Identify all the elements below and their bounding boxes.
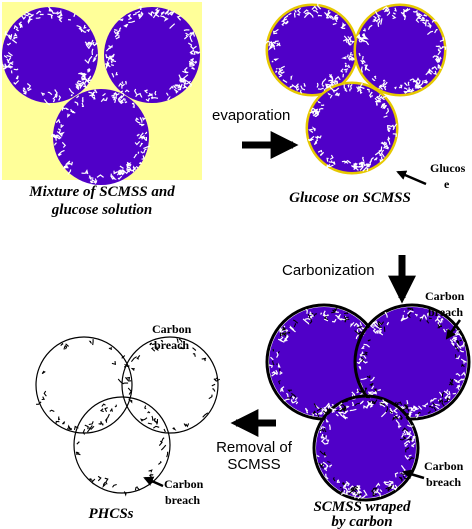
phcs-bottom-breach-line1: Carbon xyxy=(164,477,204,491)
carbon-breach-texture xyxy=(117,337,221,431)
mesoporous-shell-texture xyxy=(2,6,99,106)
phcs-top-breach-line2: breach xyxy=(154,338,189,352)
wrapped-top-breach-line2: breach xyxy=(428,305,463,319)
glucose-coated-sphere xyxy=(264,3,359,97)
hollow-shell-outline xyxy=(73,396,171,494)
carbon-wrapped-sphere xyxy=(312,394,420,502)
mesoporous-shell-texture xyxy=(356,6,447,94)
carbon-texture xyxy=(360,307,465,416)
glucose-coated-sphere xyxy=(305,81,399,175)
carbon-breach-texture xyxy=(36,339,132,433)
mesoporous-shell-texture xyxy=(316,399,416,500)
mixture-caption-line1: Mixture of SCMSS and xyxy=(28,184,175,200)
glucose-label-line1: Glucos xyxy=(430,161,466,175)
wrapped-bottom-breach-line1: Carbon xyxy=(424,459,464,473)
glucose-on-caption: Glucose on SCMSS xyxy=(289,190,411,206)
panel-glucose-on-scmss: Glucos e Glucose on SCMSS xyxy=(264,3,466,206)
hollow-carbon-spheres-group xyxy=(35,336,221,497)
panel-mixture: Mixture of SCMSS and glucose solution xyxy=(2,2,202,218)
wrapped-bottom-breach-arrow xyxy=(402,469,425,480)
panel-phcs: Carbon breach Carbon breach PHCSs xyxy=(35,322,221,522)
phcs-top-breach-line1: Carbon xyxy=(152,322,192,336)
glucose-pointer-arrow xyxy=(396,170,427,186)
glucose-coated-spheres-group xyxy=(264,3,447,175)
hollow-carbon-sphere xyxy=(73,396,171,497)
scmss-core xyxy=(356,6,444,94)
wrapped-bottom-breach-line2: breach xyxy=(426,475,461,489)
carbon-shell-ring xyxy=(353,303,471,421)
scmss-sphere xyxy=(104,5,201,103)
hollow-carbon-sphere xyxy=(35,336,133,434)
step-carbonization: Carbonization xyxy=(282,255,416,304)
removal-label-line2: SCMSS xyxy=(227,456,280,473)
mixture-caption-line2: glucose solution xyxy=(51,202,152,218)
carbonization-label: Carbonization xyxy=(282,262,375,279)
scmss-core xyxy=(308,84,396,172)
phcs-caption: PHCSs xyxy=(88,506,133,522)
wrapped-top-breach-arrow xyxy=(445,319,462,340)
wrapped-caption-line1: SCMSS wraped xyxy=(313,499,411,515)
wrapped-top-breach-line1: Carbon xyxy=(425,289,465,303)
scmss-core xyxy=(357,307,467,417)
phcs-bottom-breach-arrow xyxy=(143,476,164,488)
glucose-label-line2: e xyxy=(444,177,450,191)
phcs-bottom-breach-line2: breach xyxy=(165,493,200,507)
hollow-carbon-sphere xyxy=(117,336,221,434)
glucose-coated-sphere xyxy=(353,3,447,97)
scmss-core xyxy=(316,398,416,498)
hollow-shell-outline xyxy=(35,336,133,434)
step-evaporation: evaporation xyxy=(212,107,299,159)
scmss-core xyxy=(53,89,149,185)
carbon-shell-ring xyxy=(312,394,420,502)
panel-scmss-wrapped: Carbon breach Carbon breach SCMSS wraped… xyxy=(265,289,471,529)
scmss-spheres-group xyxy=(2,5,201,185)
scmss-core xyxy=(104,7,200,103)
scmss-core xyxy=(2,7,98,103)
scmss-sphere xyxy=(50,89,151,185)
removal-label-line1: Removal of xyxy=(216,439,293,456)
carbon-wrapped-spheres-group xyxy=(265,303,471,502)
evaporation-label: evaporation xyxy=(212,107,290,124)
mesoporous-shell-texture xyxy=(307,83,398,172)
mesoporous-shell-texture xyxy=(104,5,201,102)
scmss-core xyxy=(268,6,356,94)
mesoporous-shell-texture xyxy=(50,89,151,184)
carbon-wrapped-sphere xyxy=(353,303,471,421)
scmss-core xyxy=(269,307,379,417)
step-removal: Removal of SCMSS xyxy=(216,409,293,473)
carbon-breach-texture xyxy=(75,403,169,497)
hollow-shell-outline xyxy=(121,336,219,434)
scmss-sphere xyxy=(2,6,99,106)
wrapped-caption-line2: by carbon xyxy=(331,514,392,529)
